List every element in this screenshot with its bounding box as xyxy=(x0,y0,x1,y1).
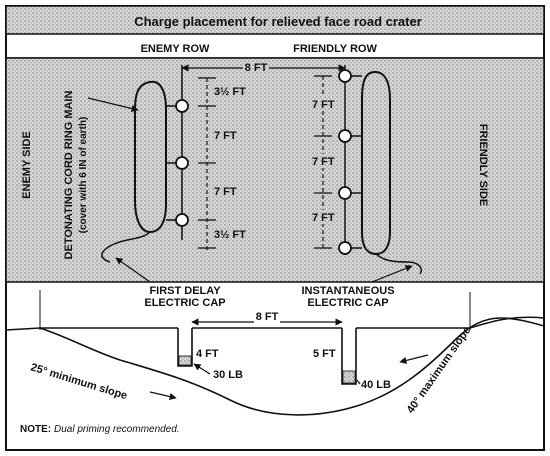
enemy-row-label: ENEMY ROW xyxy=(141,43,210,55)
enemy-charge-1 xyxy=(175,99,189,113)
enemy-side-label: ENEMY SIDE xyxy=(21,131,33,199)
enemy-hole-depth: 4 FT xyxy=(196,348,219,360)
friendly-row-label: FRIENDLY ROW xyxy=(293,43,377,55)
ring-main-sublabel: (cover with 6 IN of earth) xyxy=(78,117,89,234)
title-band xyxy=(5,5,545,35)
friendly-dim-3: 7 FT xyxy=(312,212,335,224)
friendly-lead-wire xyxy=(375,253,422,275)
enemy-dim-end-top: 3½ FT xyxy=(214,86,246,98)
friendly-charge-weight: 40 LB xyxy=(361,379,391,391)
row-spacing-label: 8 FT xyxy=(245,62,268,74)
note-label: NOTE: xyxy=(20,424,51,435)
friendly-charge-3 xyxy=(338,186,352,200)
road-plan-area xyxy=(5,57,545,283)
friendly-charge-section xyxy=(342,370,356,384)
enemy-charge-section xyxy=(178,355,192,366)
friendly-charge-2 xyxy=(338,129,352,143)
hole-spacing-label: 8 FT xyxy=(256,311,279,323)
crater-profile xyxy=(39,317,545,416)
enemy-charge-2 xyxy=(175,156,189,170)
friendly-dim-2: 7 FT xyxy=(312,156,335,168)
ring-main-leader xyxy=(87,97,139,112)
first-delay-cap-label: FIRST DELAY xyxy=(149,285,221,297)
enemy-dim-end-bottom: 3½ FT xyxy=(214,229,246,241)
enemy-dim-mid-1: 7 FT xyxy=(214,130,237,142)
ring-main-label: DETONATING CORD RING MAIN xyxy=(63,91,75,260)
friendly-charge-1 xyxy=(338,69,352,83)
enemy-lead-wire xyxy=(101,231,151,263)
friendly-hole-depth: 5 FT xyxy=(313,348,336,360)
instant-cap-label-2: ELECTRIC CAP xyxy=(307,297,388,309)
enemy-dim-mid-2: 7 FT xyxy=(214,186,237,198)
friendly-side-label: FRIENDLY SIDE xyxy=(477,124,489,207)
instant-cap-label: INSTANTANEOUS xyxy=(301,285,394,297)
friendly-dim-1: 7 FT xyxy=(312,99,335,111)
enemy-cap-leader xyxy=(115,257,151,283)
enemy-charge-weight: 30 LB xyxy=(213,369,243,381)
note-text: Dual priming recommended. xyxy=(54,424,180,435)
enemy-charge-3 xyxy=(175,213,189,227)
diagram-title: Charge placement for relieved face road … xyxy=(134,14,422,29)
first-delay-cap-label-2: ELECTRIC CAP xyxy=(144,297,225,309)
friendly-charge-4 xyxy=(338,241,352,255)
friendly-cap-leader xyxy=(371,265,413,283)
friendly-borehole xyxy=(341,328,357,385)
